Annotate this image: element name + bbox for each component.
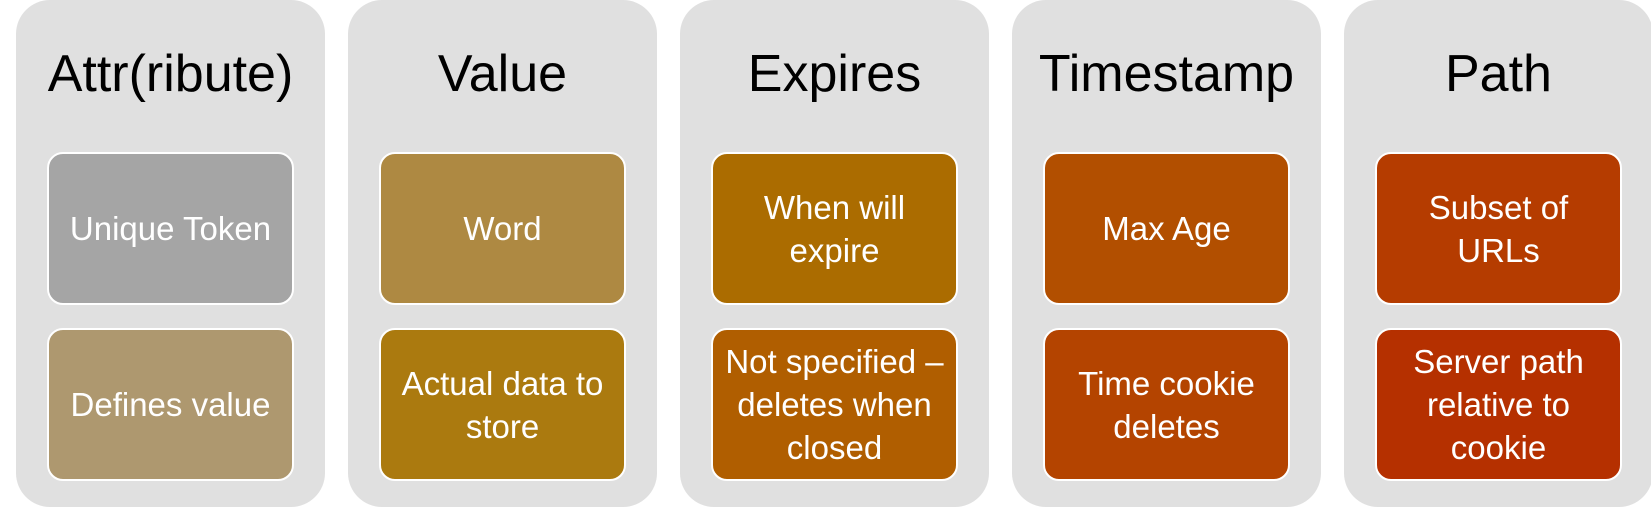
column-value: Value Word Actual data to store: [348, 0, 657, 507]
column-expires: Expires When will expire Not specified –…: [680, 0, 989, 507]
column-title: Value: [437, 45, 568, 103]
column-attribute: Attr(ribute) Unique Token Defines value: [16, 0, 325, 507]
card-subset-of-urls: Subset of URLs: [1375, 152, 1622, 305]
card-actual-data: Actual data to store: [379, 328, 626, 481]
card-not-specified: Not specified – deletes when closed: [711, 328, 958, 481]
column-path: Path Subset of URLs Server path relative…: [1344, 0, 1651, 507]
column-title: Expires: [747, 45, 922, 103]
column-title: Attr(ribute): [47, 45, 294, 103]
card-when-will-expire: When will expire: [711, 152, 958, 305]
column-title: Timestamp: [1038, 45, 1295, 103]
card-server-path: Server path relative to cookie: [1375, 328, 1622, 481]
column-timestamp: Timestamp Max Age Time cookie deletes: [1012, 0, 1321, 507]
card-unique-token: Unique Token: [47, 152, 294, 305]
card-word: Word: [379, 152, 626, 305]
card-max-age: Max Age: [1043, 152, 1290, 305]
card-time-cookie-deletes: Time cookie deletes: [1043, 328, 1290, 481]
column-title: Path: [1445, 45, 1552, 103]
card-defines-value: Defines value: [47, 328, 294, 481]
